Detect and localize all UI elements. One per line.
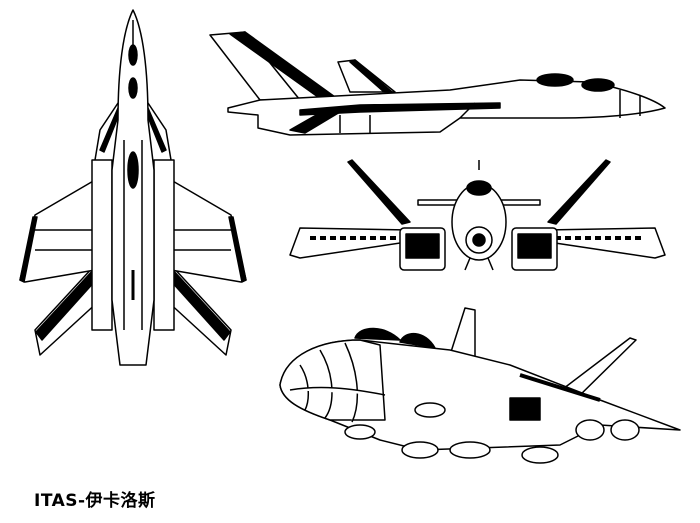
perspective-view-aircraft <box>279 307 681 464</box>
front-view-aircraft <box>289 159 666 271</box>
top-view-aircraft <box>19 9 247 366</box>
side-view-aircraft <box>209 31 666 136</box>
drawing-caption: ITAS-伊卡洛斯 <box>34 491 156 511</box>
